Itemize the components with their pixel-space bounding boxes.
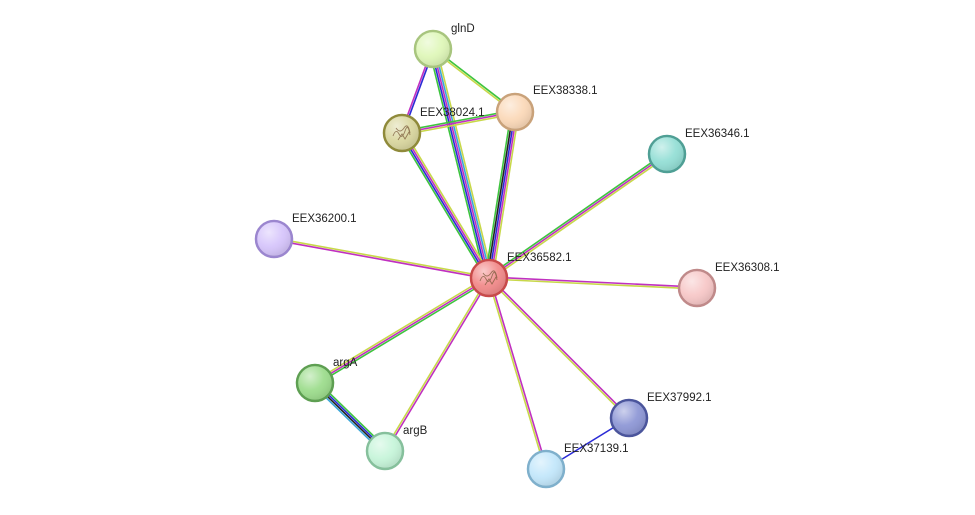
edge-eex36582-1-eex36308-1[interactable] (488, 276, 698, 290)
edge-evidence-line (488, 276, 631, 419)
node-highlight (257, 222, 291, 256)
edge-evidence-line (489, 154, 669, 281)
edge-evidence-line (385, 277, 491, 453)
nodes-layer (254, 29, 717, 489)
node-highlight (529, 452, 563, 486)
edge-evidence-line (428, 49, 487, 280)
node-label-arga: argA (333, 357, 358, 369)
node-glnd[interactable] (413, 29, 453, 69)
edge-eex36582-1-glnd[interactable] (428, 47, 494, 280)
node-highlight (650, 137, 684, 171)
edge-evidence-line (432, 48, 490, 279)
node-label-eex36200-1: EEX36200.1 (292, 213, 357, 225)
edge-evidence-line (273, 239, 490, 280)
edge-eex36582-1-argb[interactable] (383, 276, 491, 453)
protein-structure-icon (392, 125, 411, 141)
node-eex36308-1[interactable] (677, 268, 717, 308)
edge-evidence-line (315, 278, 491, 386)
node-label-argb: argB (403, 425, 428, 437)
edge-evidence-line (403, 130, 493, 278)
edge-evidence-line (273, 237, 490, 278)
edge-evidence-line (383, 276, 489, 452)
edge-eex36582-1-arga[interactable] (313, 275, 491, 386)
node-eex36346-1[interactable] (647, 134, 687, 174)
node-label-eex36582-1: EEX36582.1 (507, 252, 572, 264)
node-label-eex37992-1: EEX37992.1 (647, 392, 712, 404)
node-label-glnd: glnD (451, 23, 475, 35)
node-highlight (298, 366, 332, 400)
node-eex37992-1[interactable] (609, 398, 649, 438)
edge-evidence-line (486, 110, 514, 279)
node-eex36582-1[interactable] (469, 258, 509, 298)
node-label-eex38338-1: EEX38338.1 (533, 85, 598, 97)
edge-evidence-line (488, 111, 516, 279)
node-highlight (385, 116, 419, 150)
edge-evidence-line (487, 277, 546, 471)
edge-evidence-line (488, 276, 698, 288)
edge-evidence-line (487, 151, 667, 278)
edge-evidence-line (490, 111, 518, 280)
edge-evidence-line (402, 131, 491, 279)
edge-evidence-line (313, 275, 489, 383)
node-highlight (368, 434, 402, 468)
edge-eex36582-1-eex38024-1[interactable] (398, 130, 493, 281)
edge-evidence-line (488, 278, 698, 290)
node-highlight (612, 401, 646, 435)
protein-structure-icon (479, 270, 498, 286)
node-eex37139-1[interactable] (526, 449, 566, 489)
edge-eex36582-1-eex36346-1[interactable] (487, 151, 669, 281)
edge-evidence-line (435, 47, 494, 278)
node-eex38024-1[interactable] (382, 113, 422, 153)
node-label-eex37139-1: EEX37139.1 (564, 443, 629, 455)
node-highlight (416, 32, 450, 66)
edge-eex36582-1-eex36200-1[interactable] (273, 237, 490, 280)
node-label-eex36346-1: EEX36346.1 (685, 128, 750, 140)
edge-evidence-line (488, 153, 668, 279)
node-highlight (680, 271, 714, 305)
node-eex38338-1[interactable] (495, 92, 535, 132)
edge-evidence-line (491, 111, 520, 280)
node-highlight (472, 261, 506, 295)
edge-evidence-line (434, 47, 492, 279)
edge-evidence-line (314, 277, 490, 384)
node-label-eex36308-1: EEX36308.1 (715, 262, 780, 274)
edge-eex36582-1-eex37139-1[interactable] (487, 276, 548, 471)
node-eex36200-1[interactable] (254, 219, 294, 259)
edge-evidence-line (430, 48, 488, 280)
edge-evidence-line (400, 132, 489, 280)
edge-evidence-line (489, 276, 548, 470)
node-label-eex38024-1: EEX38024.1 (420, 107, 485, 119)
node-arga[interactable] (295, 363, 335, 403)
edge-eex36582-1-eex38338-1[interactable] (484, 110, 520, 280)
edge-evidence-line (484, 110, 513, 279)
labels-layer: EEX36582.1 glnD EEX38024.1 EEX38338.1EEX363… (292, 23, 780, 455)
edge-evidence-line (398, 133, 488, 281)
node-argb[interactable] (365, 431, 405, 471)
node-highlight (498, 95, 532, 129)
edge-evidence-line (487, 277, 630, 420)
edge-eex36582-1-eex37992-1[interactable] (487, 276, 631, 420)
